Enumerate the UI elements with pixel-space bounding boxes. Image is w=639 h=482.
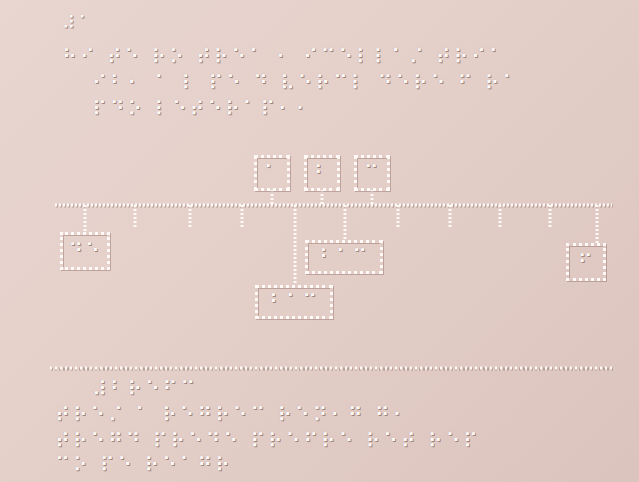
braille-text: ⠙⠑ bbox=[68, 239, 101, 263]
braille-box: ⠋ bbox=[566, 243, 606, 281]
timeline-axis bbox=[55, 190, 612, 285]
braille-text: ⠃ bbox=[314, 161, 331, 185]
braille-line: ⠊⠃⠂ ⠁ ⠇ ⠏⠑ ⠙ ⠧⠑⠗⠉⠇ ⠙⠑⠗⠑ ⠋ ⠗⠁ bbox=[92, 70, 520, 96]
braille-line: ⠼⠃⠗⠑⠋⠉ bbox=[92, 376, 198, 402]
braille-text: ⠃⠁⠉ bbox=[269, 290, 319, 314]
braille-box: ⠙⠑ bbox=[60, 232, 110, 270]
braille-line: ⠞⠗⠑⠛⠙ ⠏⠗⠑⠙⠑ ⠏⠗⠑⠋⠗⠑ ⠗⠑⠞ ⠗⠑⠏ bbox=[55, 428, 481, 454]
braille-box: ⠃⠁⠉ bbox=[305, 240, 383, 274]
braille-text: ⠁ bbox=[264, 161, 281, 185]
braille-line: ⠏⠙⠕ ⠇⠑⠞⠑⠗⠁⠏⠂⠂ bbox=[92, 96, 313, 122]
braille-line: ⠞⠗⠑⠌ ⠁ ⠗⠑⠛⠗⠑⠉ ⠗⠑⠝⠂⠛ ⠛⠂ bbox=[55, 402, 410, 428]
braille-box: ⠃ bbox=[304, 155, 340, 191]
braille-text: ⠉ bbox=[364, 161, 381, 185]
braille-text: ⠋ bbox=[578, 250, 595, 274]
braille-box: ⠁ bbox=[254, 155, 290, 191]
braille-box: ⠃⠁⠉ bbox=[255, 285, 333, 319]
braille-line: ⠓⠊ ⠞⠑ ⠗⠕ ⠞⠗⠑⠁ ⠂ ⠊⠉⠑⠇⠇⠁⠌ ⠞⠗⠊⠁ bbox=[62, 44, 506, 70]
braille-text: ⠃⠁⠉ bbox=[319, 245, 369, 269]
braille-box: ⠉ bbox=[354, 155, 390, 191]
braille-line: ⠼⠁ bbox=[62, 10, 94, 36]
braille-line: ⠉⠕ ⠏⠑ ⠗⠑⠁⠛⠗ bbox=[55, 452, 233, 478]
separator-line bbox=[50, 367, 612, 370]
